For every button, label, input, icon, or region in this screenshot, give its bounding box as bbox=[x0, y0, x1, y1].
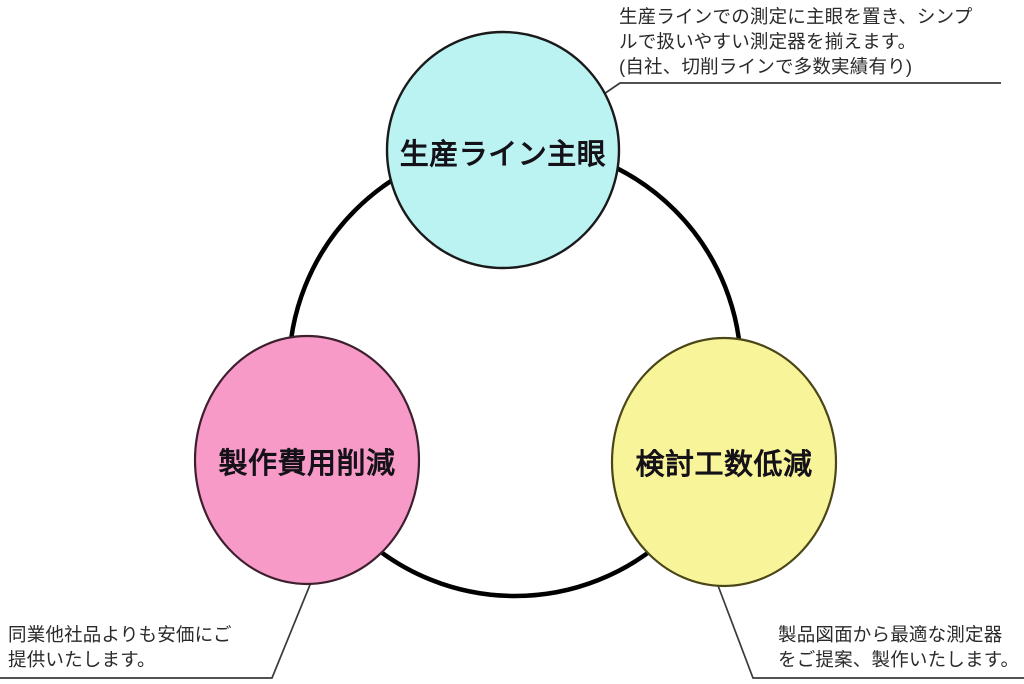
callout-leader-bottom-right bbox=[713, 574, 1024, 679]
node-circle-top[interactable] bbox=[385, 30, 621, 270]
callout-text-top-right: 生産ラインでの測定に主眼を置き、シンプ ルで扱いやすい測定器を揃えます。 (自社… bbox=[619, 6, 973, 77]
node-circle-left[interactable] bbox=[193, 334, 421, 586]
callout-text-bottom-right: 製品図面から最適な測定器 をご提案、製作いたします。 bbox=[778, 624, 1020, 670]
callout-leader-bottom-left bbox=[0, 574, 315, 679]
callout-text-bottom-left: 同業他社品よりも安価にご 提供いたします。 bbox=[8, 624, 232, 670]
node-circle-right[interactable] bbox=[610, 336, 838, 588]
callout-leader-top-right bbox=[600, 82, 1001, 97]
